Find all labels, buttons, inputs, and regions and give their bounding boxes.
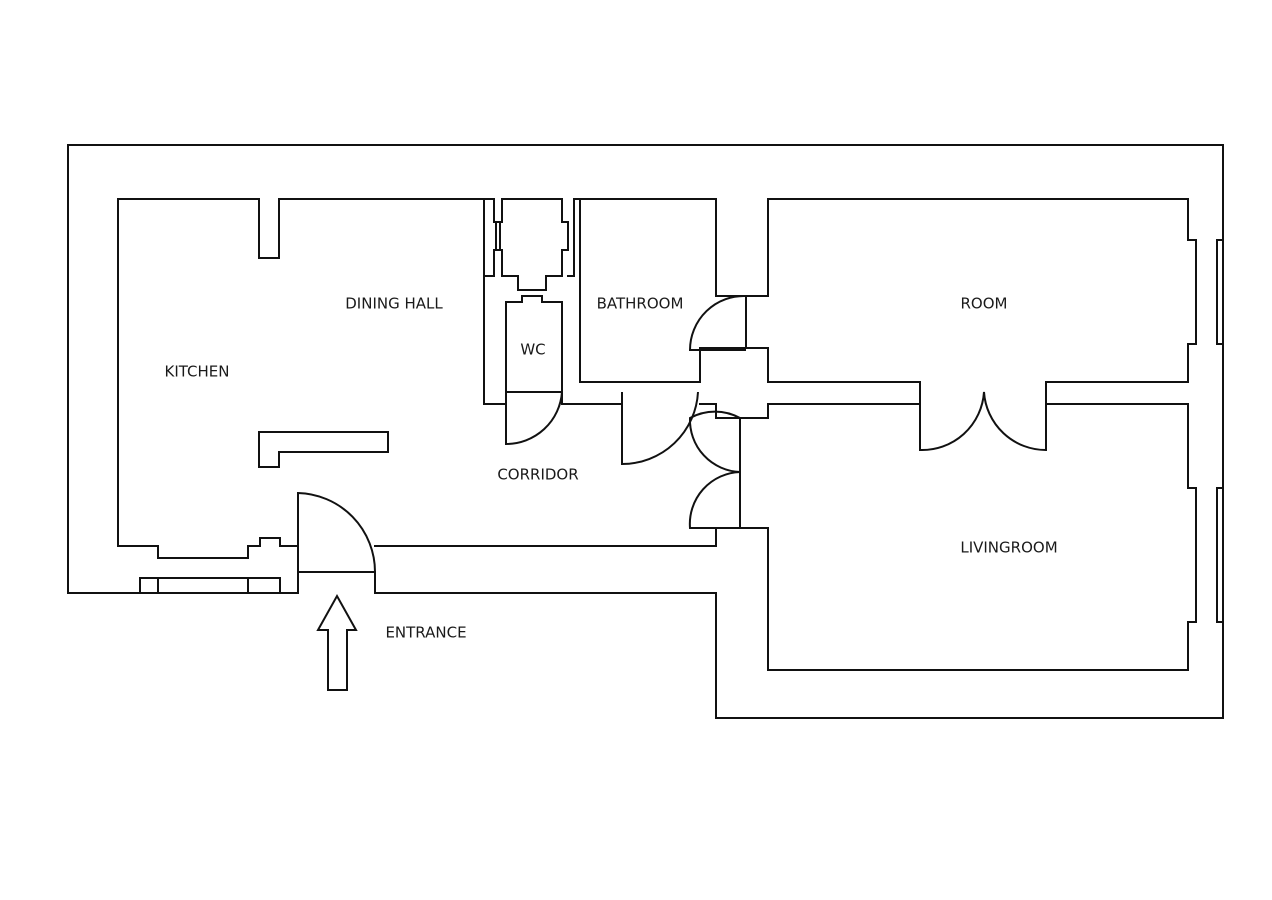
label-entrance: ENTRANCE xyxy=(385,624,466,642)
bathroom-door xyxy=(621,391,699,466)
kitchen-dining-wall xyxy=(117,198,507,405)
right-facade-wall xyxy=(1187,199,1224,671)
bathroom-side-door xyxy=(688,294,747,351)
kitchen-counter xyxy=(258,431,389,468)
label-wc: WC xyxy=(520,341,545,359)
label-livingroom: LIVINGROOM xyxy=(960,539,1057,557)
kitchen-window xyxy=(139,577,281,594)
label-corridor: CORRIDOR xyxy=(497,466,578,484)
shaft-wall xyxy=(483,198,569,291)
label-dining-hall: DINING HALL xyxy=(345,295,443,313)
entrance-door xyxy=(297,491,376,573)
kitchen-west-wall xyxy=(117,198,299,559)
lobby-wall xyxy=(715,198,1189,419)
label-kitchen: KITCHEN xyxy=(165,363,230,381)
livingroom-wall xyxy=(739,417,1189,671)
corridor-south-wall xyxy=(374,527,741,547)
label-bathroom: BATHROOM xyxy=(597,295,684,313)
entrance-arrow-icon xyxy=(316,593,358,691)
wc-door xyxy=(505,391,563,446)
room-divider-wall xyxy=(919,381,1189,405)
outer-wall xyxy=(67,144,1224,719)
corridor-door-lower xyxy=(688,471,741,529)
corridor-door-upper xyxy=(688,410,741,473)
label-room: ROOM xyxy=(961,295,1008,313)
livingroom-double-door xyxy=(919,391,1047,452)
